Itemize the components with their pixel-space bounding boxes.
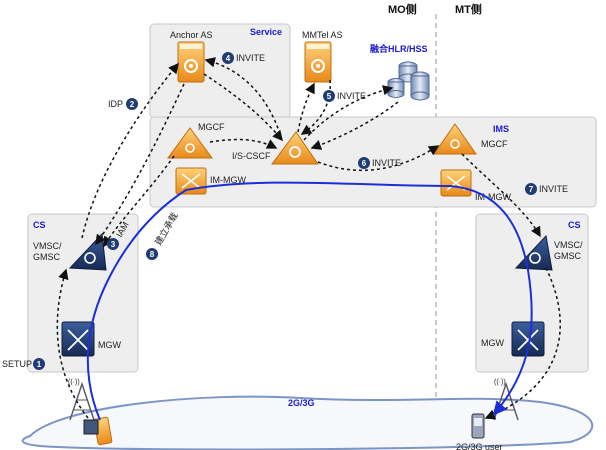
svg-text:7: 7 bbox=[529, 185, 534, 194]
mmtel-as-label: MMTel AS bbox=[302, 30, 343, 40]
signal-invite-7-path bbox=[461, 153, 541, 238]
radio-access-area bbox=[21, 395, 594, 450]
svg-text:((·)): ((·)) bbox=[68, 379, 80, 386]
mgw-right-node bbox=[511, 321, 545, 357]
signal-invite-4-path bbox=[204, 57, 281, 135]
im-mgw-right-node bbox=[440, 169, 472, 197]
mgw-left-node bbox=[61, 321, 95, 357]
cs-right-domain-label: CS bbox=[568, 220, 581, 230]
mgcf-right-label: MGCF bbox=[481, 139, 508, 149]
step-badge-2: 2 bbox=[126, 98, 138, 110]
signal-iam-path bbox=[103, 155, 175, 248]
step-badge-5: 5 bbox=[323, 90, 335, 102]
cs-left-domain-label: CS bbox=[33, 220, 46, 230]
ims-domain-box bbox=[149, 116, 597, 208]
step-badge-8: 8 bbox=[146, 248, 158, 260]
step-label-2: IDP bbox=[108, 99, 123, 109]
iscscf-node bbox=[271, 131, 319, 165]
svg-text:6: 6 bbox=[362, 159, 367, 168]
ue-right-label: 2G/3G user bbox=[456, 442, 503, 450]
hlr-hss-label: 融合HLR/HSS bbox=[370, 43, 428, 54]
ue-right-phone-icon bbox=[471, 413, 485, 439]
svg-text:3: 3 bbox=[111, 240, 116, 249]
iscscf-label: I/S-CSCF bbox=[232, 151, 271, 161]
step-label-4: INVITE bbox=[236, 53, 265, 63]
service-domain-label: Service bbox=[250, 27, 282, 37]
antenna-left-icon: ((·)) bbox=[68, 379, 95, 421]
vmsc-right-label: VMSC/GMSC bbox=[554, 240, 583, 261]
signal-anchor-to-cscf-path bbox=[203, 73, 283, 142]
ue-left-phone-icon bbox=[83, 416, 113, 446]
svg-text:5: 5 bbox=[327, 92, 332, 101]
signal-hlr-to-cscf-path bbox=[310, 101, 399, 150]
signal-mgcf-to-cscf-path bbox=[209, 138, 278, 149]
mgw-right-label: MGW bbox=[481, 338, 504, 348]
vmsc-right-node bbox=[514, 234, 553, 271]
mgcf-right-node bbox=[433, 123, 477, 155]
step-badge-3: 3 bbox=[107, 238, 119, 250]
step-label-1: SETUP bbox=[2, 359, 32, 369]
signaling-paths bbox=[56, 57, 561, 420]
bearer-path bbox=[86, 181, 533, 421]
signal-vmsc-to-ue-path bbox=[484, 267, 561, 420]
mgw-left-label: MGW bbox=[98, 340, 121, 350]
hlr-hss-database-icon bbox=[387, 61, 430, 101]
step-badge-7: 7 bbox=[525, 183, 537, 195]
cs-left-domain-box bbox=[27, 213, 139, 373]
mgcf-left-label: MGCF bbox=[198, 122, 225, 132]
im-mgw-left-label: IM-MGW bbox=[210, 175, 246, 185]
signal-idp-return-path bbox=[95, 83, 185, 246]
svg-text:1: 1 bbox=[37, 360, 42, 369]
svg-text:2: 2 bbox=[130, 100, 135, 109]
svg-text:4: 4 bbox=[226, 54, 231, 63]
vmsc-left-label: VMSC/GMSC bbox=[33, 241, 62, 262]
svg-text:8: 8 bbox=[150, 250, 155, 259]
ims-domain-label: IMS bbox=[493, 124, 509, 134]
step-label-6: INVITE bbox=[372, 158, 401, 168]
im-mgw-right-label: IM-MGW bbox=[475, 192, 511, 202]
svg-text:((·)): ((·)) bbox=[494, 379, 506, 386]
step-label-7: INVITE bbox=[539, 184, 568, 194]
mgcf-left-node bbox=[167, 127, 213, 159]
anchor-as-node bbox=[177, 41, 205, 83]
step-label-8: 建立承载 bbox=[152, 210, 180, 247]
step-badge-4: 4 bbox=[222, 52, 234, 64]
mo-side-header: MO侧 bbox=[388, 2, 417, 16]
radio-area-label: 2G/3G bbox=[288, 398, 315, 408]
step-label-5: INVITE bbox=[337, 91, 366, 101]
signal-setup-path bbox=[56, 268, 89, 419]
anchor-as-label: Anchor AS bbox=[170, 30, 213, 40]
mmtel-as-node bbox=[304, 41, 332, 83]
signal-invite-6-path bbox=[317, 145, 440, 172]
signal-invite-5-path bbox=[300, 79, 331, 135]
mt-side-header: MT侧 bbox=[455, 2, 482, 16]
step-badge-1: 1 bbox=[33, 358, 45, 370]
step-badge-6: 6 bbox=[358, 157, 370, 169]
